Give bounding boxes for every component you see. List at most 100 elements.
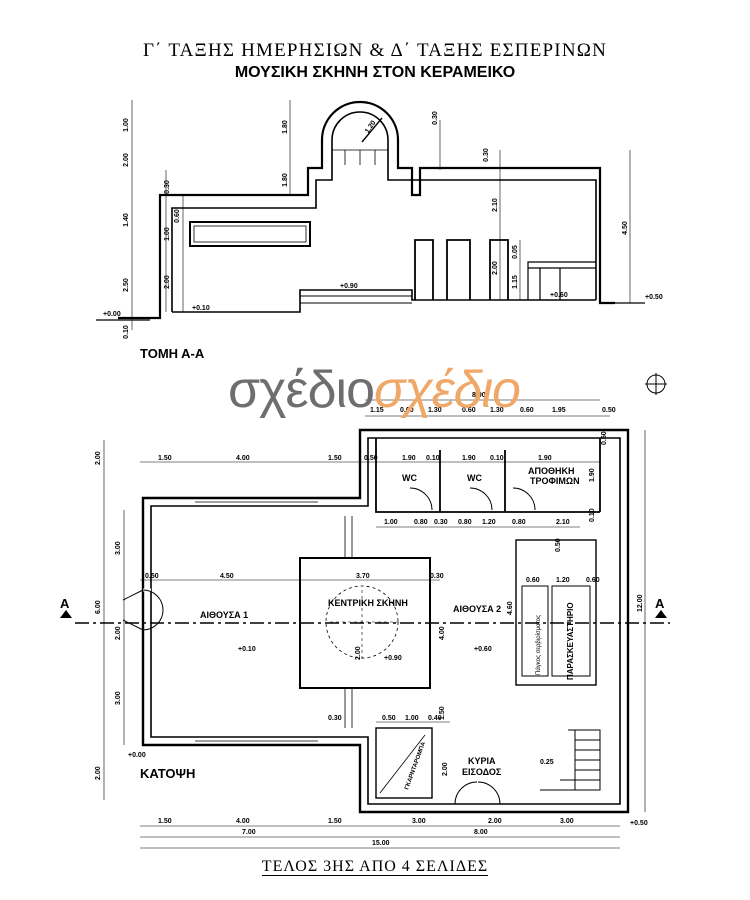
plan-room-labels: ΑΙΘΟΥΣΑ 1 ΚΕΝΤΡΙΚΗ ΣΚΗΝΗ ΑΙΘΟΥΣΑ 2 WC WC… [200,466,580,791]
sec-dim-19: 4.50 [622,221,629,235]
pd-st-0: 4.00 [439,626,446,640]
pd-left-5: 2.00 [95,766,102,780]
pd-in-5: 1.20 [556,577,570,584]
pd-up-5: 0.10 [426,455,440,462]
sec-dim-3: 1.40 [123,213,130,227]
sec-dim-10: 1.80 [282,120,289,134]
pd-mid-0: 1.00 [384,519,398,526]
pd-lo-3: 0.40 [428,715,442,722]
section-label: ΤΟΜΗ Α-Α [140,346,205,361]
plan-wc-row [375,438,601,513]
room-fridge: Πάγκος σερβιρίσματος [535,615,542,675]
section-door-2 [446,239,471,300]
sec-dim-2: 2.00 [123,153,130,167]
section-window [189,221,311,247]
pd-in-2: 3.70 [356,573,370,580]
room-storage2: ΤΡΟΦΙΜΩΝ [530,476,580,486]
pd-st-1: 2.00 [355,646,362,660]
pd-in-1: 4.50 [220,573,234,580]
plan-entrance-door [454,781,501,805]
section-outline [118,100,615,320]
sec-level-4: +0.60 [550,292,568,299]
sec-level-2: +0.10 [192,305,210,312]
pd-mid-4: 1.20 [482,519,496,526]
svg-text:Α: Α [60,596,70,611]
pd-top-6: 0.60 [520,407,534,414]
room-entrance2: ΕΙΣΟΔΟΣ [462,767,502,777]
sec-dim-8: 0.60 [174,209,181,223]
sec-level-3: +0.90 [340,283,358,290]
pd-st-3: 1.50 [439,706,446,720]
room-storage1: ΑΠΟΘΗΚΗ [528,466,575,476]
pd-b2-1: 8.00 [474,829,488,836]
pd-lo-2: 1.00 [405,715,419,722]
section-drawing [96,100,645,330]
pd-mid-6: 2.10 [556,519,570,526]
pd-left-3: 2.00 [115,626,122,640]
sec-dim-18: 1.15 [512,275,519,289]
plan-inner-wall [150,437,621,805]
sec-dim-9: 2.00 [164,275,171,289]
pd-b1-2: 1.50 [328,818,342,825]
pd-left-1: 3.00 [115,541,122,555]
pd-up-7: 0.10 [490,455,504,462]
plan-drawing [75,399,670,849]
pd-in-6: 0.60 [586,577,600,584]
sec-dim-16: 2.00 [492,261,499,275]
pd-top-3: 1.30 [428,407,442,414]
pd-b1-0: 1.50 [158,818,172,825]
pd-level-3: +0.60 [474,646,492,653]
sec-dim-4: 2.50 [123,278,130,292]
pd-right-2: 0.10 [589,508,596,522]
pd-up-4: 1.90 [402,455,416,462]
pd-lo-1: 0.50 [382,715,396,722]
sec-dim-15: 2.10 [492,198,499,212]
pd-b1-5: 3.00 [560,818,574,825]
pd-up-3: 0.50 [364,455,378,462]
footer-note: ΤΕΛΟΣ 3ΗΣ ΑΠΟ 4 ΣΕΛΙΔΕΣ [261,858,489,876]
pd-up-8: 1.90 [538,455,552,462]
pd-top-0: 8.00 [472,392,486,399]
sec-dim-13: 0.30 [432,111,439,125]
pd-lo-4: 2.00 [442,762,449,776]
pd-lo-0: 0.30 [328,715,342,722]
pd-in-4: 0.60 [526,577,540,584]
sec-dim-14: 0.30 [483,148,490,162]
pd-b1-4: 2.00 [488,818,502,825]
pd-top-8: 0.50 [602,407,616,414]
section-counter [527,261,596,300]
pd-right-1: 1.90 [589,468,596,482]
pd-right-0: 0.50 [601,431,608,445]
section-door-3 [489,239,509,300]
north-arrow-icon [645,373,667,395]
plan-left-door [122,589,164,631]
sec-dim-1: 1.00 [123,118,130,132]
section-floor [172,289,596,313]
pd-top-4: 0.60 [462,407,476,414]
pd-up-2: 1.50 [328,455,342,462]
pd-top-7: 1.95 [552,407,566,414]
sec-dim-12: 1.20 [364,119,378,134]
plan-kiosk [515,539,597,686]
pd-mid-5: 0.80 [512,519,526,526]
sheet-title: Γ΄ ΤΑΞΗΣ ΗΜΕΡΗΣΙΩΝ & Δ΄ ΤΑΞΗΣ ΕΣΠΕΡΙΝΩΝ [143,40,607,61]
pd-b2-0: 7.00 [242,829,256,836]
sec-dim-6: 0.30 [164,180,171,194]
sec-dim-5: 0.10 [123,325,130,339]
pd-level-2: +0.90 [384,655,402,662]
pd-left-2: 6.00 [95,600,102,614]
room-hall1: ΑΙΘΟΥΣΑ 1 [200,610,248,620]
pd-up-6: 1.90 [462,455,476,462]
room-ticket: ΓΚΑΡΝΤΑΡΟΜΠΑ [404,741,427,791]
pd-mid-1: 0.80 [414,519,428,526]
room-wc2: WC [467,473,482,483]
pd-b3: 15.00 [372,840,390,847]
section-mark-right: Α [655,596,667,618]
section-mark-left: Α [60,596,72,618]
watermark: σχέδιοσχέδιο [228,361,521,419]
pd-up-0: 1.50 [158,455,172,462]
room-hall2: ΑΙΘΟΥΣΑ 2 [453,604,501,614]
pd-in-3: 0.30 [430,573,444,580]
pd-st-4: 0.25 [540,759,554,766]
